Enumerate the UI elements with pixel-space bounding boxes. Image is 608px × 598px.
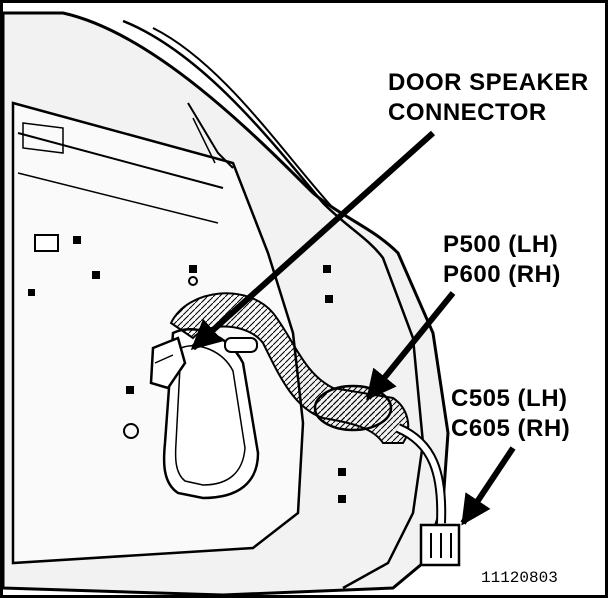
door-illustration [3,11,516,595]
label-door-speaker-line2: CONNECTOR [388,99,547,126]
label-door-speaker-line1: DOOR SPEAKER [388,69,589,96]
arrow-icon [365,291,456,401]
label-c-line2: C605 (RH) [451,415,571,442]
label-c-line1: C505 (LH) [451,385,568,412]
door-edge [122,19,425,590]
figure-code: 11120803 [481,569,558,587]
mounting-holes [28,236,346,503]
arrow-icon [190,130,436,351]
label-p-line2: P600 (RH) [443,261,561,288]
window-channel [187,102,234,169]
label-p-line1: P500 (LH) [443,231,559,258]
speaker-connector [149,336,187,390]
arrow-icon [460,446,516,526]
